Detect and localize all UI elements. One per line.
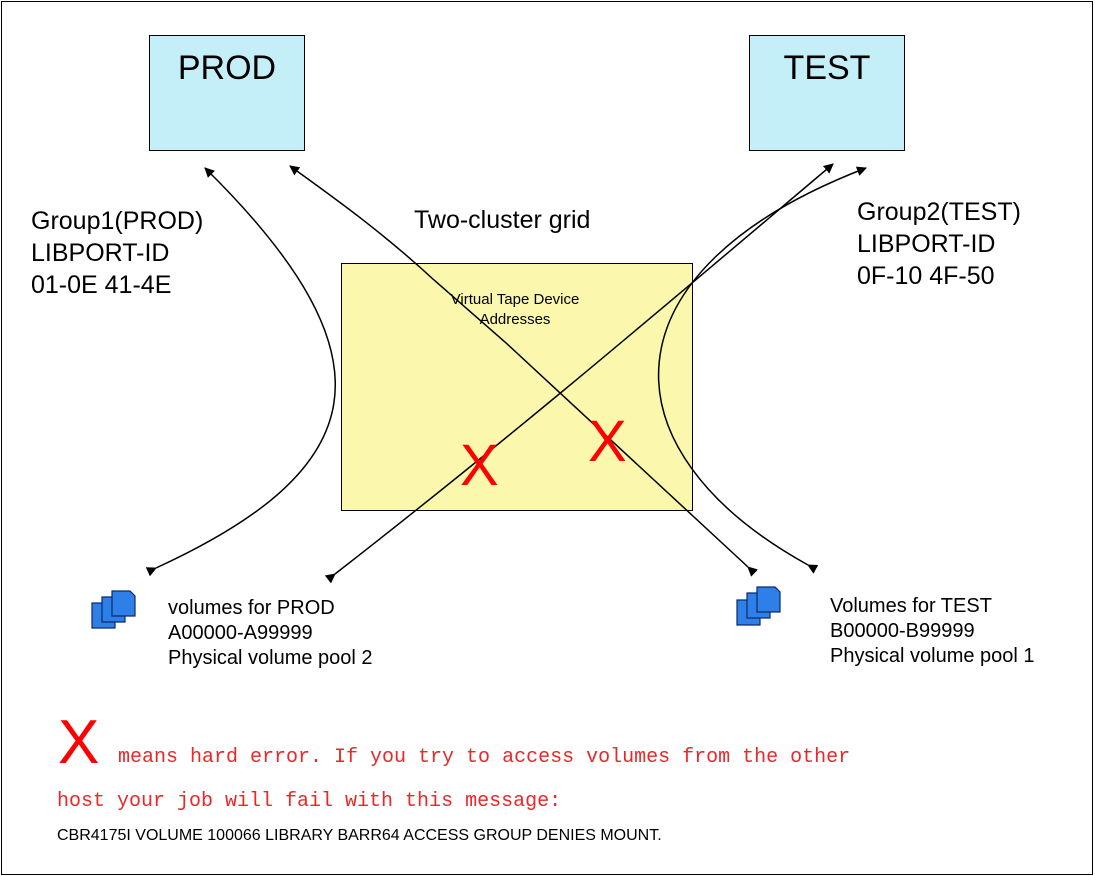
- test-volumes-range: B00000-B99999: [830, 620, 975, 642]
- error-mark-test-to-prod: X: [588, 409, 627, 474]
- prod-host-to-test-volumes-connector: [289, 165, 759, 577]
- test-volumes-pool: Physical volume pool 1: [830, 645, 1035, 667]
- test-group-label: Group2(TEST) LIBPORT-ID 0F-10 4F-50: [857, 196, 1021, 292]
- legend-error-mark: X: [58, 708, 100, 777]
- prod-volumes-range: A00000-A99999: [168, 622, 313, 644]
- test-libport-heading: LIBPORT-ID: [857, 230, 996, 258]
- prod-volumes-stack-icon: [91, 590, 136, 629]
- test-host-box: TEST: [749, 35, 905, 151]
- prod-host-box: PROD: [149, 35, 305, 151]
- prod-host-to-prod-volumes-connector: [145, 167, 336, 577]
- test-host-to-prod-volumes-connector: [324, 163, 834, 584]
- error-message: CBR4175I VOLUME 100066 LIBRARY BARR64 AC…: [57, 827, 662, 844]
- prod-volumes-label: volumes for PROD A00000-A99999 Physical …: [168, 596, 373, 671]
- legend-text-line-1: means hard error. If you try to access v…: [118, 746, 851, 769]
- error-mark-prod-to-test: X: [460, 433, 499, 498]
- legend-text-line-2: host your job will fail with this messag…: [57, 790, 562, 813]
- test-host-label: TEST: [783, 49, 871, 87]
- test-host-to-test-volumes-connector: [657, 166, 867, 574]
- test-volumes-title: Volumes for TEST: [830, 595, 992, 617]
- test-volumes-label: Volumes for TEST B00000-B99999 Physical …: [830, 594, 1035, 669]
- prod-volumes-pool: Physical volume pool 2: [168, 647, 373, 669]
- prod-volumes-title: volumes for PROD: [168, 597, 335, 619]
- test-libport-ranges: 0F-10 4F-50: [857, 262, 995, 290]
- test-volumes-stack-icon: [736, 586, 781, 626]
- test-group-name: Group2(TEST): [857, 198, 1021, 226]
- prod-host-label: PROD: [177, 49, 277, 87]
